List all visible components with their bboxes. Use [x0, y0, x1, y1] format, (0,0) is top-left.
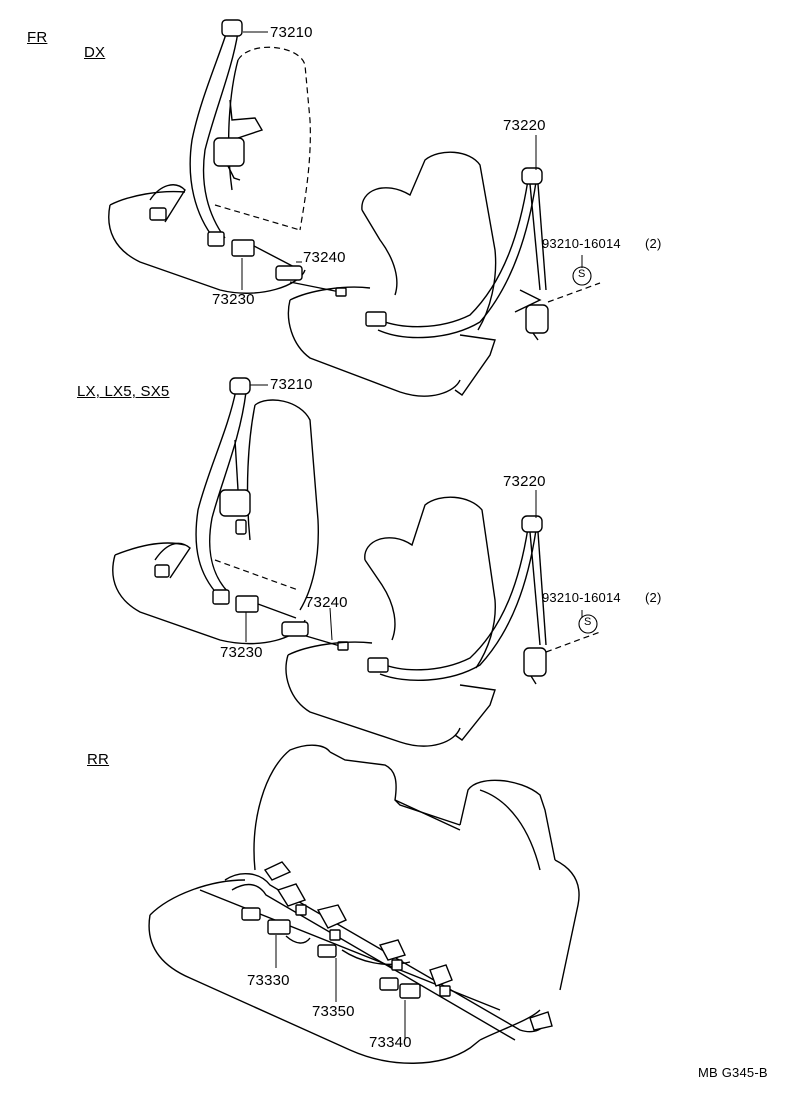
part-number-label: 73230 — [220, 644, 263, 661]
section-dx-label: DX — [84, 44, 106, 61]
bolt-quantity-label: (2) — [645, 590, 662, 605]
standard-part-s-label: S — [584, 616, 592, 628]
part-number-label: 73350 — [312, 1003, 355, 1020]
part-number-label: 73240 — [305, 594, 348, 611]
part-number-label: 73210 — [270, 376, 313, 393]
part-number-label: 73220 — [503, 473, 546, 490]
bolt-part-number-label: 93210-16014 — [542, 236, 621, 251]
rear-seat — [148, 744, 580, 1064]
dx-passenger-seat — [287, 151, 549, 397]
part-number-label: 73330 — [247, 972, 290, 989]
section-rear-label: RR — [87, 751, 110, 768]
dx-driver-seat — [108, 19, 347, 297]
section-front-label: FR — [27, 29, 48, 46]
part-number-label: 73240 — [303, 249, 346, 266]
dx-leaders — [241, 31, 601, 303]
lx-leaders — [245, 384, 601, 653]
standard-part-symbol-lx — [578, 614, 598, 634]
standard-part-symbol-dx — [572, 266, 592, 286]
part-number-label: 73220 — [503, 117, 546, 134]
lx-driver-seat — [112, 377, 349, 651]
bolt-part-number-label: 93210-16014 — [542, 590, 621, 605]
part-number-label: 73340 — [369, 1034, 412, 1051]
part-number-label: 73210 — [270, 24, 313, 41]
bolt-quantity-label: (2) — [645, 236, 662, 251]
rr-leaders — [275, 935, 406, 1040]
part-number-label: 73230 — [212, 291, 255, 308]
figure-code-label: MB G345-B — [698, 1065, 768, 1080]
section-lx-label: LX, LX5, SX5 — [77, 383, 170, 400]
standard-part-s-label: S — [578, 268, 586, 280]
lx-passenger-seat — [285, 496, 547, 747]
